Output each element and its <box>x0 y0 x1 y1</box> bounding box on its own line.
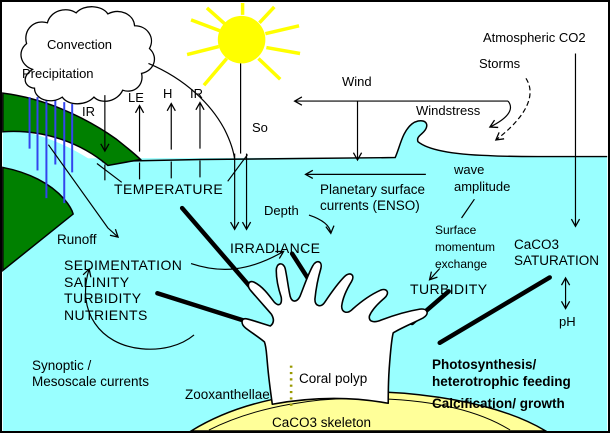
label-ph: pH <box>559 314 576 329</box>
link-turbidity-coral <box>155 291 254 326</box>
label-calcification: Calcification/ growth <box>432 396 565 411</box>
coral-polyp-icon <box>241 260 428 406</box>
label-zooxanthellae: Zooxanthellae <box>185 387 270 402</box>
label-depth: Depth <box>264 203 299 218</box>
label-atmospheric-co2: Atmospheric CO2 <box>483 30 586 45</box>
arrow-precip-runoff <box>47 144 120 238</box>
ocean-arrows <box>47 144 571 403</box>
label-planetary-currents: Planetary surface currents (ENSO) <box>320 182 426 213</box>
arrow-storms-dashed <box>494 77 531 141</box>
label-caco3-skeleton: CaCO3 skeleton <box>272 415 372 430</box>
arrow-synoptic-arc <box>82 267 195 350</box>
label-convection: Convection <box>47 37 113 52</box>
arrow-depth-curve <box>308 214 335 235</box>
label-coral-polyp: Coral polyp <box>299 371 368 386</box>
cloud-icon <box>20 6 156 105</box>
surface-line <box>101 119 608 163</box>
label-temperature: TEMPERATURE <box>114 181 224 197</box>
cloud-sea-boundary <box>148 62 236 160</box>
link-temperature-coral <box>179 205 260 298</box>
label-terrestrial-inputs: SEDIMENTATION SALINITY TURBIDITY NUTRIEN… <box>64 257 183 323</box>
label-photosynthesis: Photosynthesis/ heterotrophic feeding <box>432 357 571 389</box>
label-runoff: Runoff <box>57 232 97 247</box>
label-latent-heat: LE <box>128 90 144 105</box>
line-temp-ir <box>96 163 123 183</box>
arrow-windstress <box>488 100 512 129</box>
label-caco3-saturation: CaCO3 SATURATION <box>514 237 600 268</box>
solar-irradiance-arrows <box>230 63 252 231</box>
surface-flux-arrows <box>100 95 205 181</box>
arrow-momentum-down <box>428 268 441 281</box>
link-irradiance-coral <box>289 251 311 281</box>
label-windstress: Windstress <box>416 103 481 118</box>
label-irradiance: IRRADIANCE <box>230 240 321 256</box>
label-ir-down: IR <box>82 104 95 119</box>
label-synoptic-currents: Synoptic / Mesoscale currents <box>32 358 150 389</box>
rain-icon <box>28 97 74 204</box>
label-solar: So <box>252 120 268 135</box>
label-turbidity: TURBIDITY <box>410 281 488 297</box>
wind-arrows <box>293 53 581 228</box>
line-temp-solar <box>227 154 249 182</box>
label-precipitation: Precipitation <box>22 66 94 81</box>
label-surface-momentum: Surface momentum exchange <box>435 223 496 271</box>
link-coral-saturation <box>437 275 552 346</box>
label-ir-up: IR <box>190 86 203 101</box>
label-wave-amplitude: wave amplitude <box>454 162 511 194</box>
influence-links <box>155 205 552 346</box>
label-storms: Storms <box>479 56 521 71</box>
sun-icon <box>186 2 301 87</box>
label-sensible-heat: H <box>163 86 173 101</box>
line-wave-amplitude <box>461 198 475 219</box>
label-wind: Wind <box>342 74 372 89</box>
